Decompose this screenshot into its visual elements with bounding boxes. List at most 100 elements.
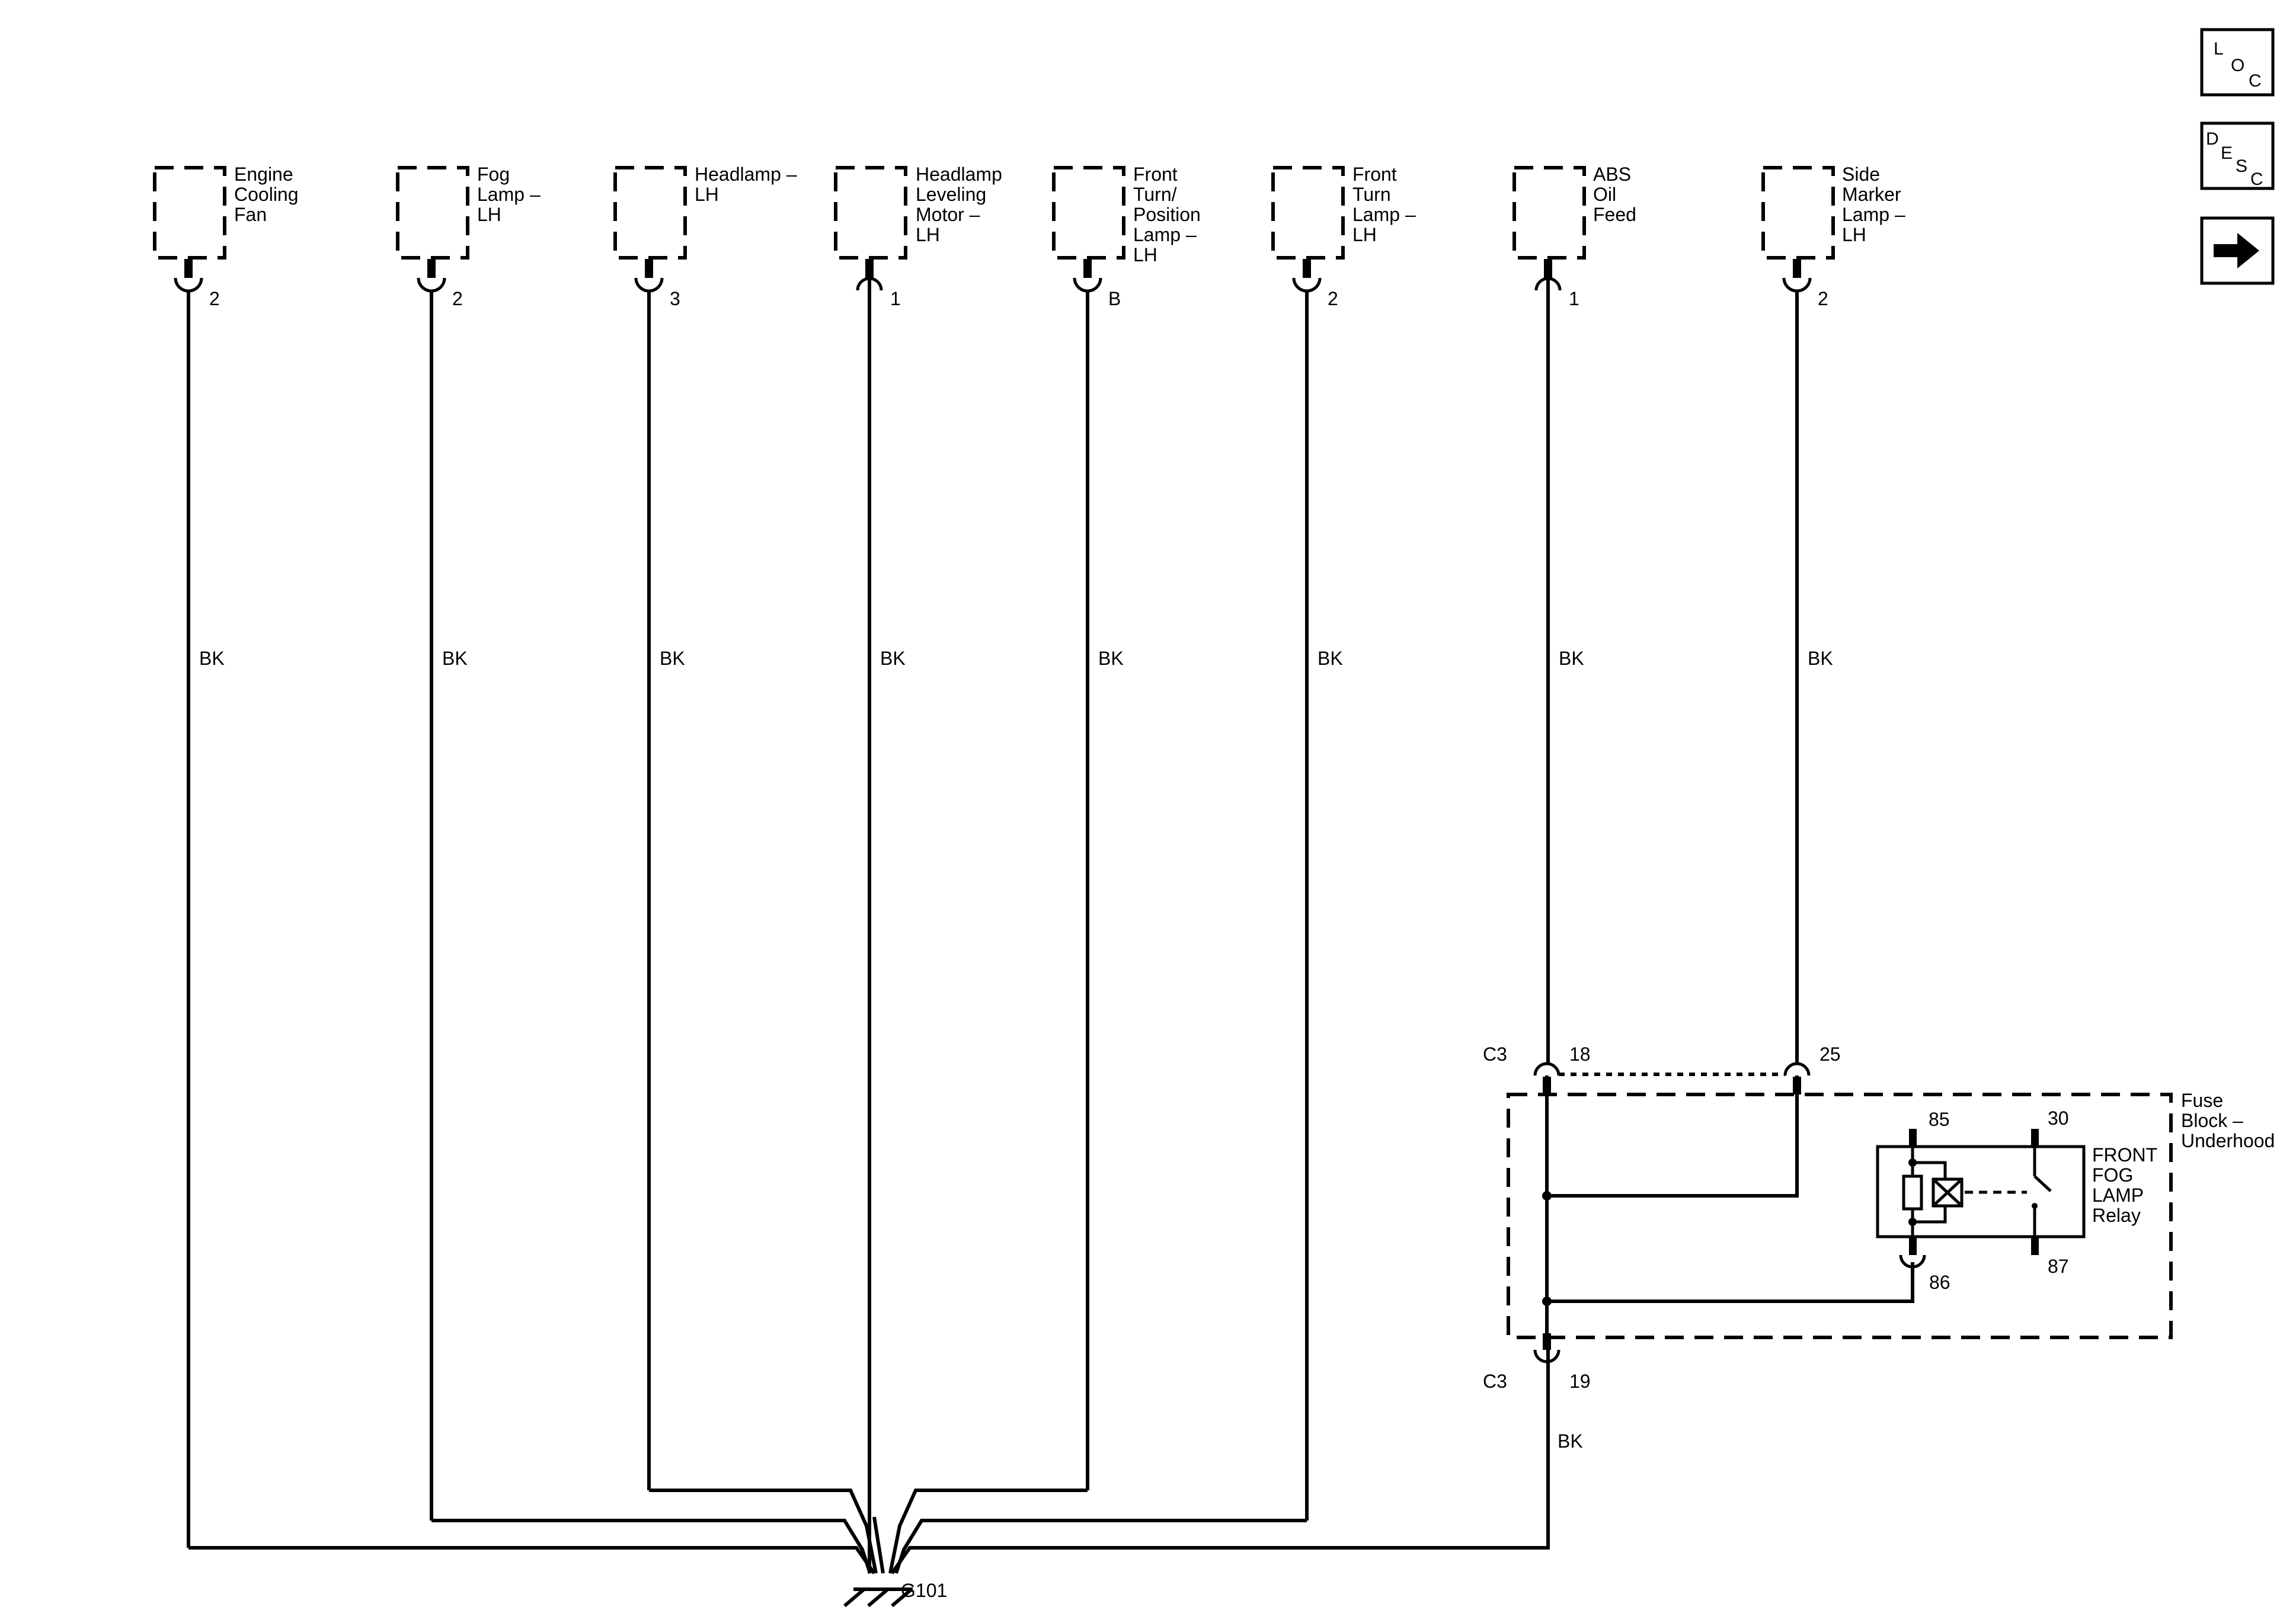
component-label: Lamp – [477,184,541,205]
svg-text:FOG: FOG [2092,1164,2133,1186]
pin-number: 1 [1569,288,1579,309]
pin-stub [1544,259,1552,278]
wire-color: BK [880,648,906,669]
connector-box [1052,166,1125,260]
svg-text:Underhood: Underhood [2181,1130,2275,1151]
svg-text:O: O [2231,56,2244,75]
svg-text:FRONT: FRONT [2092,1144,2157,1166]
c3-top-label: C3 [1483,1044,1507,1065]
connector-box [153,166,226,260]
svg-text:86: 86 [1929,1272,1950,1293]
component-label: LH [1133,244,1157,265]
connector-box [834,166,907,260]
pin-number: 2 [452,288,463,309]
component-label: Lamp – [1133,224,1197,245]
pin-stub [645,259,653,278]
wire-color: BK [660,648,685,669]
wire-color: BK [199,648,225,669]
wire-color: BK [442,648,468,669]
component-label: LH [916,224,940,245]
component-label: Lamp – [1842,204,1905,225]
desc-button[interactable]: D E S C [2200,121,2275,190]
svg-text:Block –: Block – [2181,1110,2243,1131]
component-label: Fog [477,164,510,185]
bus-center-wire [868,830,885,1574]
c3-pin-19: 19 [1569,1371,1591,1392]
female-terminal [1073,277,1102,293]
component-label: LH [1352,224,1377,245]
component-label: Position [1133,204,1201,225]
pin-number: 2 [1328,288,1338,309]
connector-box [1761,166,1835,260]
component-label: Cooling [234,184,299,205]
c3-pin-18: 18 [1569,1044,1591,1065]
pin-stub [1083,259,1092,278]
svg-text:30: 30 [2048,1108,2069,1129]
wire-color: BK [1318,648,1343,669]
pin-stub [1303,259,1311,278]
c3-pin-25: 25 [1819,1044,1841,1065]
ground-icon [843,1587,913,1608]
connector-box [613,166,687,260]
pin-number: 1 [890,288,901,309]
ground-label: G101 [901,1580,947,1601]
svg-text:S: S [2236,156,2247,176]
fuse-block-underhood: Fuse Block – Underhood C3 18 25 C3 19 BK [1483,1044,2275,1452]
wire-color: BK [1098,648,1124,669]
component-label: Marker [1842,184,1901,205]
component-label: Turn [1352,184,1391,205]
component-label: LH [695,184,719,205]
female-terminal [417,277,446,293]
connector-box [396,166,469,260]
component-label: LH [1842,224,1866,245]
svg-text:C: C [2250,169,2263,189]
loc-button[interactable]: L O C [2200,28,2275,97]
svg-text:Fuse: Fuse [2181,1090,2223,1111]
pin-number: B [1108,288,1121,309]
component-label: Feed [1593,204,1636,225]
female-terminal [174,277,203,293]
component-label: Front [1352,164,1397,185]
pin-number: 2 [1818,288,1828,309]
svg-text:87: 87 [2048,1256,2069,1277]
component-label: Headlamp – [695,164,797,185]
pin-stub [184,259,193,278]
arrow-right-icon [2214,233,2259,268]
component-label: Motor – [916,204,980,225]
component-label: Turn/ [1133,184,1177,205]
female-terminal [634,277,664,293]
svg-text:C: C [2249,71,2262,91]
pin-number: 2 [209,288,220,309]
ground-bus: G101 [188,830,1550,1608]
component-label: Front [1133,164,1178,185]
svg-text:LAMP: LAMP [2092,1185,2144,1206]
pin-stub [865,259,874,278]
next-page-button[interactable] [2200,216,2275,285]
component-label: Lamp – [1352,204,1416,225]
female-terminal [1782,277,1812,293]
component-label: Engine [234,164,293,185]
component-label: LH [477,204,501,225]
component-label: ABS [1593,164,1631,185]
pin-stub [1793,259,1801,278]
svg-text:L: L [2214,39,2224,59]
component-label: Side [1842,164,1880,185]
c3-bottom-label: C3 [1483,1371,1507,1392]
svg-text:E: E [2221,143,2233,163]
connector-box [1512,166,1586,260]
front-fog-lamp-relay: 85 30 86 87 FRONT FOG LAMP Relay [1876,1108,2157,1293]
connector-box [1271,166,1345,260]
wire-color-c3-19: BK [1558,1430,1583,1452]
svg-text:Relay: Relay [2092,1205,2141,1226]
svg-text:85: 85 [1929,1109,1950,1130]
female-terminal [1292,277,1322,293]
